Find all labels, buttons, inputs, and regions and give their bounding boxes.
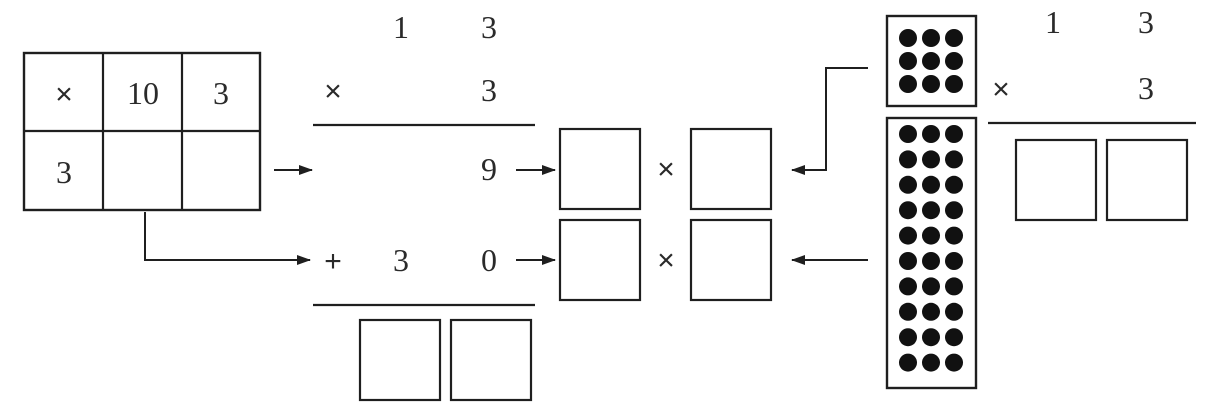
dot-grid-top-dot <box>899 52 917 70</box>
dot-grid-top-dot <box>899 75 917 93</box>
dot-grid-bottom-dot <box>945 302 963 321</box>
equation-1-times-sign: × <box>657 153 675 186</box>
multiplicand-tens-digit: 1 <box>393 9 409 45</box>
dot-grid-bottom-dot <box>945 226 963 245</box>
equation-boxes: × × <box>558 127 773 302</box>
plus-sign: + <box>324 245 342 278</box>
equation-1-right-box[interactable] <box>689 127 773 211</box>
dot-grid-bottom-dot <box>899 277 917 296</box>
dot-grid-top-dot <box>945 52 963 70</box>
area-cell-three-top: 3 <box>213 75 229 111</box>
right-multiplicand-tens-digit: 1 <box>1045 4 1061 40</box>
partial-product-2-tens: 3 <box>393 242 409 278</box>
dot-grid-bottom-dot <box>922 277 940 296</box>
dot-grid-bottom-dot <box>899 328 917 347</box>
dot-grid-top-dot <box>922 75 940 93</box>
dot-grid-bottom-dot <box>899 226 917 245</box>
dot-grid-bottom-dot <box>899 150 917 169</box>
dot-grid-top-dot <box>922 29 940 47</box>
dot-grid-top-dot <box>899 29 917 47</box>
area-cell-ten: 10 <box>127 75 159 111</box>
dot-grid-bottom-dot <box>922 302 940 321</box>
right-vertical-multiplication: 1 3 × 3 <box>988 4 1196 222</box>
dot-grid-bottom-dot <box>945 353 963 372</box>
area-model-grid: × 10 3 3 <box>22 51 262 212</box>
dot-grid-bottom-dot <box>922 201 940 220</box>
equation-2-times-sign: × <box>657 244 675 277</box>
dot-grid-bottom-dot <box>922 226 940 245</box>
area-cell-times: × <box>55 78 73 111</box>
answer-box-ones[interactable] <box>449 318 533 402</box>
dot-grid-bottom-dot <box>922 125 940 143</box>
equation-1-left-box[interactable] <box>558 127 642 211</box>
dot-grid-bottom-dot <box>922 328 940 347</box>
dot-grid-bottom-frame <box>885 116 978 390</box>
right-times-sign: × <box>992 73 1010 106</box>
arrow-grid-to-partial-2 <box>144 212 311 265</box>
dot-grid-top-dot <box>945 75 963 93</box>
dot-grid-top-dot <box>922 52 940 70</box>
dot-grid-bottom-dot <box>899 252 917 270</box>
dot-grid-bottom-dot <box>922 353 940 372</box>
dot-grid-bottom-dot <box>945 175 963 194</box>
dot-grid-bottom-dot <box>945 201 963 220</box>
dot-grid-top-frame <box>885 14 978 108</box>
dot-grid-bottom-dot <box>945 328 963 347</box>
dot-grid-bottom-dot <box>945 150 963 169</box>
right-multiplicand-ones-digit: 3 <box>1138 4 1154 40</box>
times-sign: × <box>324 75 342 108</box>
arrow-dots-top-to-box <box>791 67 868 175</box>
dot-grid-bottom-dot <box>922 175 940 194</box>
multiplicand-ones-digit: 3 <box>481 9 497 45</box>
answer-box-tens[interactable] <box>358 318 442 402</box>
dot-grid-bottom-dot <box>899 353 917 372</box>
dot-grid-bottom-dot <box>899 201 917 220</box>
dot-grid-top <box>899 29 963 93</box>
dot-grid-bottom <box>899 125 963 372</box>
dot-grid-bottom-dot <box>899 302 917 321</box>
dot-grid <box>885 14 978 390</box>
dot-grid-bottom-dot <box>945 125 963 143</box>
vertical-multiplication: 1 3 × 3 9 + 3 0 <box>313 9 535 402</box>
equation-2-left-box[interactable] <box>558 218 642 302</box>
partial-product-2-ones: 0 <box>481 242 497 278</box>
dot-grid-bottom-dot <box>922 252 940 270</box>
partial-product-1: 9 <box>481 151 497 187</box>
dot-grid-bottom-dot <box>899 125 917 143</box>
right-answer-box-tens[interactable] <box>1014 138 1098 222</box>
multiplier-digit: 3 <box>481 72 497 108</box>
area-cell-three-left: 3 <box>56 154 72 190</box>
dot-grid-top-dot <box>945 29 963 47</box>
dot-grid-bottom-dot <box>945 252 963 270</box>
dot-grid-bottom-dot <box>945 277 963 296</box>
equation-2-right-box[interactable] <box>689 218 773 302</box>
right-multiplier-digit: 3 <box>1138 70 1154 106</box>
dot-grid-bottom-dot <box>922 150 940 169</box>
right-answer-box-ones[interactable] <box>1105 138 1189 222</box>
dot-grid-bottom-dot <box>899 175 917 194</box>
